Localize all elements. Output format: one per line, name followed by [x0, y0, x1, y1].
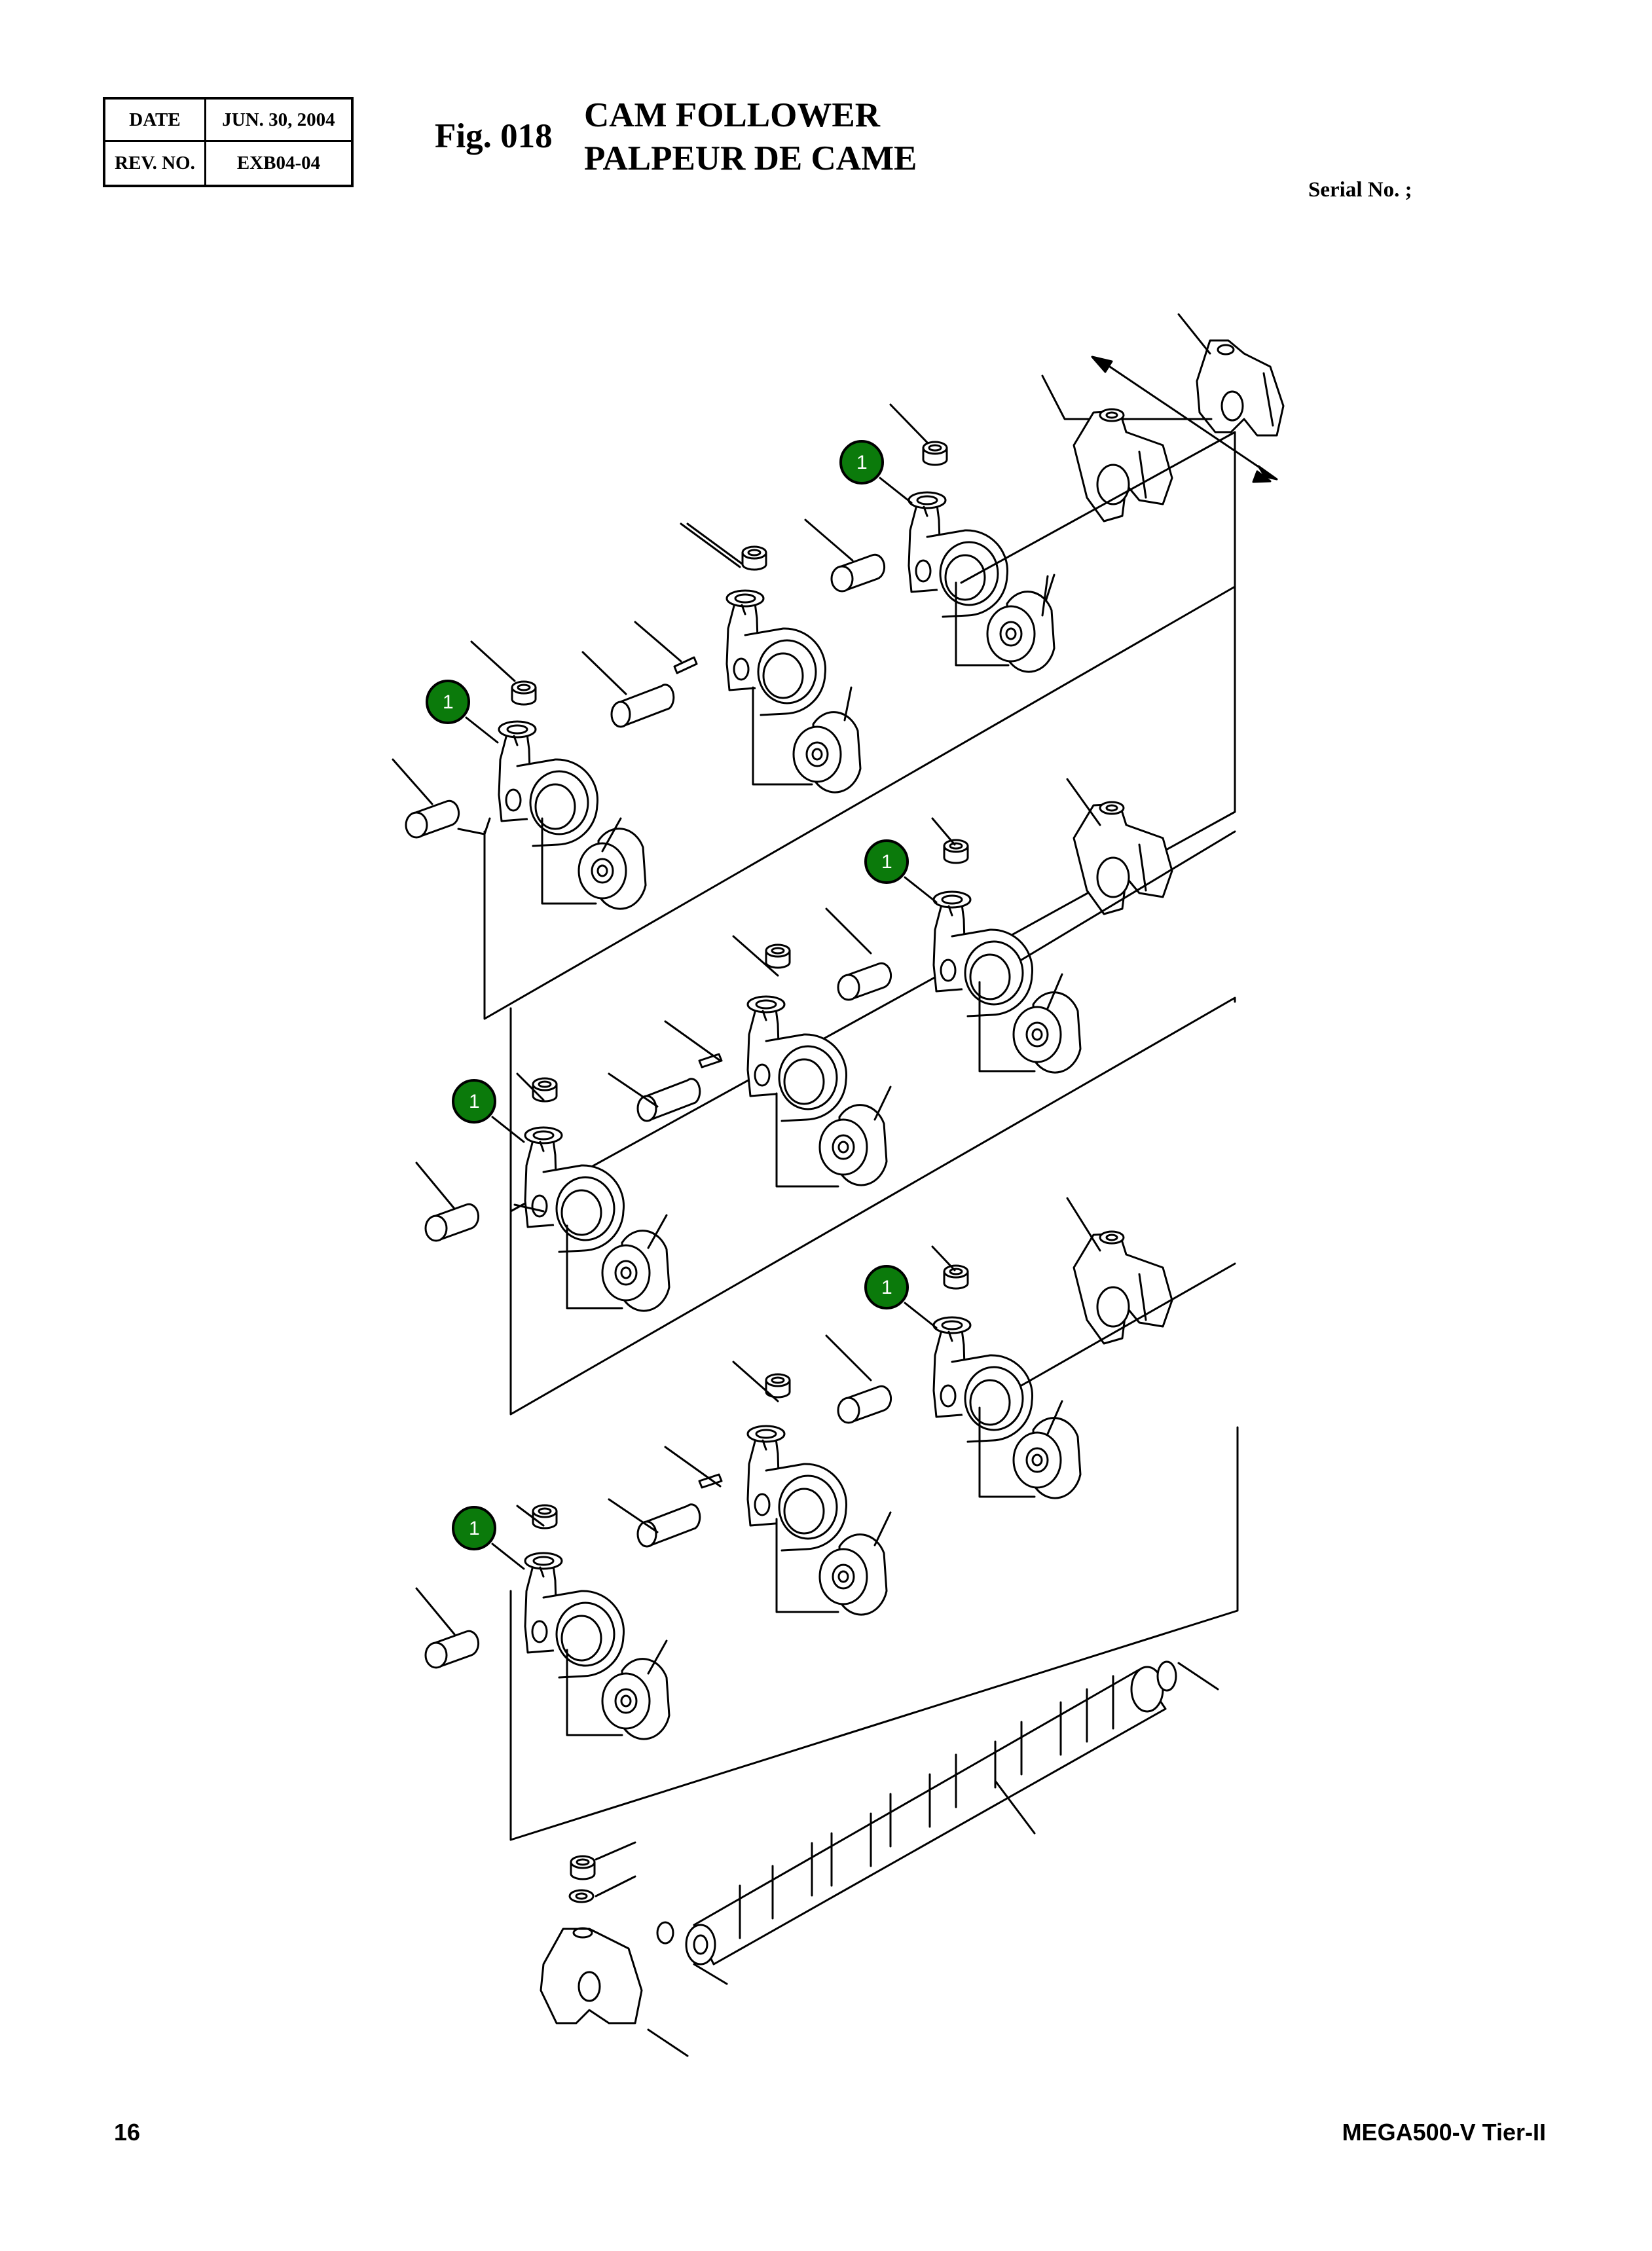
callout-bubble: 1 — [452, 1506, 525, 1570]
page-number: 16 — [114, 2119, 141, 2146]
rev-value: EXB04-04 — [236, 153, 321, 174]
rev-row: REV. NO. EXB04-04 — [105, 142, 351, 185]
figure-title-fr: PALPEUR DE CAME — [584, 139, 917, 177]
callout-label: 1 — [881, 1277, 892, 1298]
end-bracket-top — [1196, 339, 1285, 437]
cluster-middle — [424, 801, 1173, 1312]
callout-bubble: 1 — [864, 839, 938, 904]
revision-table: DATE JUN. 30, 2004 REV. NO. EXB04-04 — [103, 97, 354, 187]
camshaft — [685, 1660, 1177, 1966]
end-bracket-bottom — [540, 1855, 674, 2024]
date-value: JUN. 30, 2004 — [222, 109, 335, 130]
cluster-lower — [424, 1230, 1173, 1740]
rev-label: REV. NO. — [105, 142, 206, 185]
date-row: DATE JUN. 30, 2004 — [105, 100, 351, 142]
callouts: 1 1 1 1 1 1 — [426, 440, 938, 1570]
callout-bubble: 1 — [452, 1079, 525, 1143]
callout-label: 1 — [443, 691, 454, 713]
cluster-upper — [405, 408, 1173, 910]
serial-label: Serial No. ; — [1308, 178, 1412, 202]
figure-title-en: CAM FOLLOWER — [584, 96, 880, 134]
figure-number: Fig. 018 — [435, 117, 553, 155]
model-name: MEGA500-V Tier-II — [1342, 2119, 1546, 2146]
adjust-arrow — [1099, 359, 1272, 476]
callout-bubble: 1 — [864, 1265, 938, 1329]
date-label: DATE — [105, 100, 206, 140]
callout-bubble: 1 — [426, 680, 499, 744]
callout-label: 1 — [856, 452, 868, 473]
callout-label: 1 — [881, 851, 892, 873]
callout-bubble: 1 — [839, 440, 913, 504]
frame-upper — [483, 431, 1236, 1020]
callout-label: 1 — [469, 1091, 480, 1112]
callout-label: 1 — [469, 1518, 480, 1539]
